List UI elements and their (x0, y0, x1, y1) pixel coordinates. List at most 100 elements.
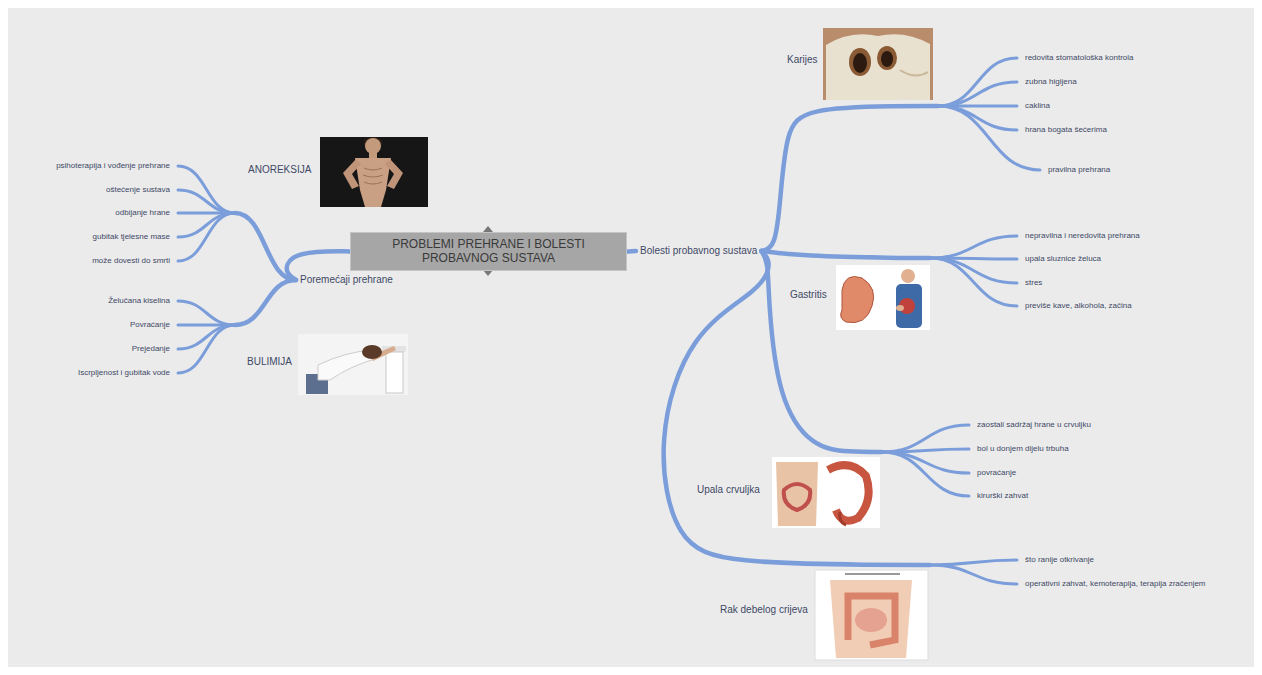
leaf-label-text: zaostali sadržaj hrane u crvuljku (977, 420, 1091, 430)
caries-photo (823, 28, 933, 100)
leaf-label: bol u donjem dijelu trbuha (969, 443, 1071, 455)
leaf-label: može dovesti do smrti (90, 255, 178, 267)
branch-connector (938, 82, 1017, 106)
branch-connector (235, 213, 296, 280)
leaf-label-text: upala sluznice želuca (1025, 254, 1101, 264)
leaf-label-text: bol u donjem dijelu trbuha (977, 444, 1069, 454)
branch-connector (938, 58, 1017, 106)
topic-label: BULIMIJA (235, 325, 410, 397)
branch-connector (930, 258, 1017, 306)
leaf-label: psihoterapija i vođenje prehrane (54, 160, 178, 172)
leaf-label-text: redovita stomatološka kontrola (1025, 53, 1134, 63)
branch-connector (178, 325, 235, 349)
leaf-label: operativni zahvat, kemoterapija, terapij… (1017, 578, 1208, 590)
leaf-label-text: kirurški zahvat (977, 491, 1028, 501)
topic-label: Upala crvuljka (697, 452, 882, 528)
leaf-label: Povraćanje (128, 319, 178, 331)
branch-connector (627, 249, 636, 254)
leaf-label: gubitak tjelesne mase (91, 231, 178, 243)
topic-label-text: Rak debelog crijeva (720, 604, 808, 616)
topic-label-text: Upala crvuljka (697, 484, 760, 496)
leaf-label-text: previše kave, alkohola, začina (1025, 301, 1132, 311)
leaf-label-text: povraćanje (977, 468, 1016, 478)
branch-connector (930, 258, 1017, 283)
leaf-label-text: pravilna prehrana (1048, 165, 1110, 175)
topic-label-text: BULIMIJA (247, 356, 292, 368)
branch-connector (178, 325, 235, 373)
topic-label-text: Gastritis (790, 289, 827, 301)
leaf-label: povraćanje (969, 467, 1018, 479)
central-topic: PROBLEMI PREHRANE I BOLESTI PROBAVNOG SU… (350, 232, 627, 271)
colon-cancer-picture (815, 570, 928, 660)
leaf-label: zubna higijena (1017, 76, 1079, 88)
anorexia-photo (320, 137, 428, 207)
branch-connector (882, 452, 969, 496)
leaf-label: redovita stomatološka kontrola (1017, 52, 1136, 64)
branch-label: Poremećaji prehrane (296, 273, 397, 287)
leaf-label-text: nepravilna i neredovita prehrana (1025, 231, 1140, 241)
branch-connector (235, 280, 296, 325)
leaf-label-text: Prejedanje (132, 344, 170, 354)
leaf-label-text: stres (1025, 278, 1042, 288)
central-topic-text: PROBLEMI PREHRANE I BOLESTI PROBAVNOG SU… (365, 237, 612, 266)
leaf-label: previše kave, alkohola, začina (1017, 300, 1134, 312)
leaf-label: upala sluznice želuca (1017, 253, 1103, 265)
branch-connector (178, 213, 235, 237)
topic-label: Karijes (782, 28, 938, 106)
topic-label-text: Karijes (787, 54, 818, 66)
branch-connector (938, 106, 1040, 170)
topic-label: Rak debelog crijeva (717, 565, 930, 660)
leaf-label: nepravilna i neredovita prehrana (1017, 230, 1142, 242)
leaf-label-text: odbijanje hrane (115, 208, 170, 218)
branch-connector (178, 166, 235, 213)
leaf-label-text: psihoterapija i vođenje prehrane (56, 161, 170, 171)
topic-label: Gastritis (786, 258, 930, 330)
leaf-label-text: hrana bogata šećerima (1025, 125, 1107, 135)
leaf-label-text: može dovesti do smrti (92, 256, 170, 266)
leaf-label-text: gubitak tjelesne mase (93, 232, 170, 242)
leaf-label: Želučana kiselina (106, 295, 178, 307)
branch-connector (930, 565, 1017, 584)
topic-label: ANOREKSIJA (235, 137, 430, 213)
leaf-label: Iscrpljenost i gubitak vode (76, 367, 178, 379)
branch-connector (761, 106, 938, 251)
leaf-label: stres (1017, 277, 1044, 289)
leaf-label: oštećenje sustava (104, 184, 178, 196)
leaf-label-text: Povraćanje (130, 320, 170, 330)
leaf-label-text: zubna higijena (1025, 77, 1077, 87)
canvas-panel (8, 8, 1254, 667)
leaf-label: zaostali sadržaj hrane u crvuljku (969, 419, 1093, 431)
leaf-label-text: oštećenje sustava (106, 185, 170, 195)
leaf-label-text: caklina (1025, 101, 1050, 111)
branch-connector (664, 251, 930, 565)
leaf-label: pravilna prehrana (1040, 164, 1112, 176)
branch-connector (761, 251, 882, 452)
leaf-label: Prejedanje (130, 343, 178, 355)
branch-connector (930, 236, 1017, 258)
collapse-marker (483, 270, 493, 276)
leaf-label-text: Iscrpljenost i gubitak vode (78, 368, 170, 378)
leaf-label-text: Želučana kiselina (108, 296, 170, 306)
leaf-label: odbijanje hrane (113, 207, 178, 219)
leaf-label: caklina (1017, 100, 1052, 112)
branch-connector (178, 213, 235, 261)
appendicitis-picture (772, 457, 880, 528)
branch-label-text: Bolesti probavnog sustava (640, 245, 757, 257)
topic-label-text: ANOREKSIJA (248, 164, 311, 176)
branch-label: Bolesti probavnog sustava (636, 244, 761, 258)
branch-connector (178, 301, 235, 325)
leaf-label-text: što ranije otkrivanje (1025, 555, 1094, 565)
leaf-label-text: operativni zahvat, kemoterapija, terapij… (1025, 579, 1206, 589)
bulimia-photo (298, 334, 408, 395)
leaf-label: što ranije otkrivanje (1017, 554, 1096, 566)
branch-connector (761, 251, 930, 258)
branch-connector (882, 425, 969, 452)
leaf-label: kirurški zahvat (969, 490, 1030, 502)
branch-label-text: Poremećaji prehrane (300, 274, 393, 286)
branch-connector (178, 190, 235, 213)
branch-connector (882, 452, 969, 473)
